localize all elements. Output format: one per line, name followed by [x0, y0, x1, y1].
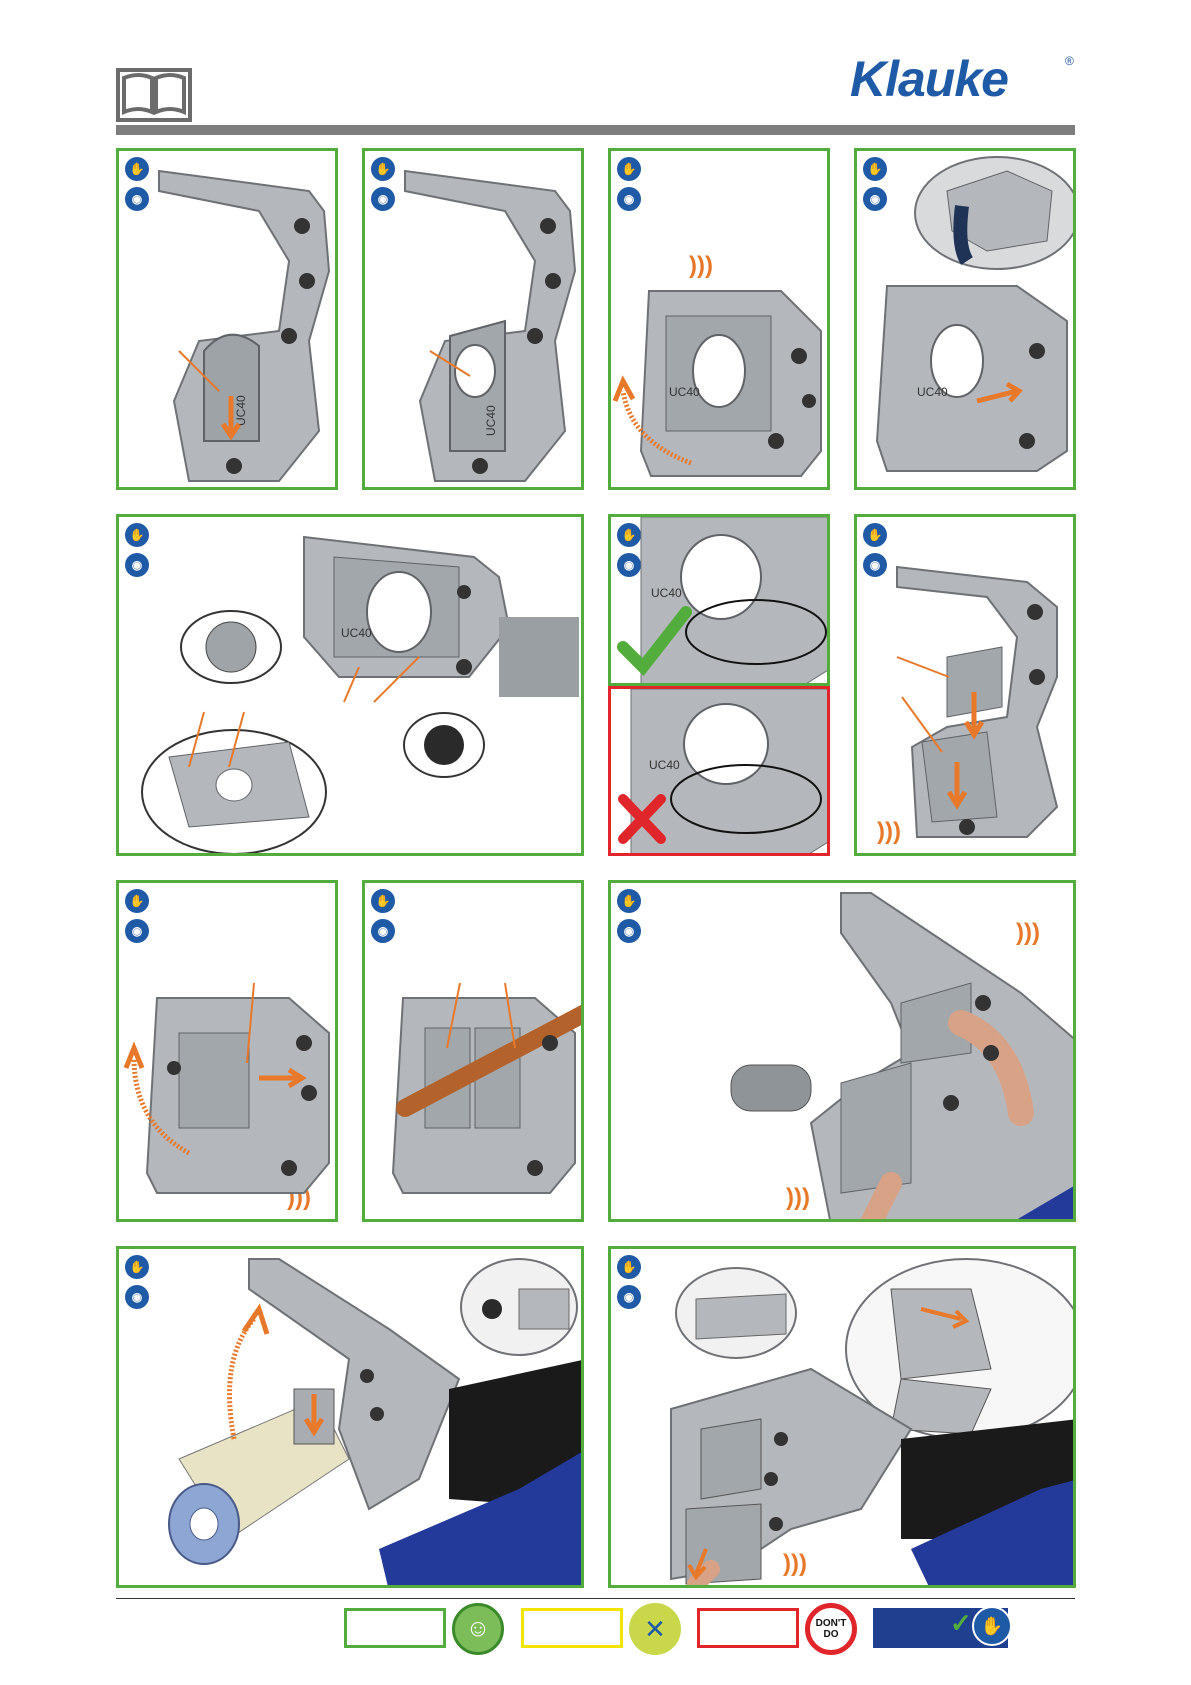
die-marking: UC40 [651, 586, 682, 600]
legend-green-box [344, 1608, 446, 1648]
step-panel-6-wrong: UC40 [608, 686, 830, 856]
tool-illustration [119, 1249, 584, 1588]
tool-illustration: UC40 [611, 517, 830, 686]
tool-illustration: UC40 [119, 517, 584, 856]
tool-illustration: UC40 [611, 151, 830, 490]
legend-red-box [697, 1608, 799, 1648]
step-panel-11: ✋ ◉ [116, 1246, 584, 1588]
tool-illustration [365, 883, 584, 1222]
svg-text:UC40: UC40 [484, 405, 498, 436]
brand-logo: Klauke ® [850, 50, 1075, 110]
step-panel-5: ✋ ◉ UC40 [116, 514, 584, 856]
step-panel-6-correct: ✋ ◉ UC40 [608, 514, 830, 686]
header-rule [116, 125, 1075, 135]
step-panel-4: ✋ ◉ UC40 [854, 148, 1076, 490]
tool-illustration [611, 883, 1076, 1222]
svg-text:UC40: UC40 [669, 385, 700, 399]
tool-illustration: UC40 [611, 689, 830, 856]
tool-illustration: UC40 [857, 151, 1076, 490]
tool-illustration [119, 883, 338, 1222]
step-panel-1: ✋ ◉ UC40 [116, 148, 338, 490]
brand-name: Klauke [850, 50, 1008, 108]
footer-rule [116, 1598, 1075, 1599]
registered-mark: ® [1065, 54, 1074, 68]
step-panel-3: ✋ ◉ ))) UC40 [608, 148, 830, 490]
tool-illustration: UC40 [119, 151, 338, 490]
dont-do-icon: DON'T DO [805, 1603, 857, 1655]
svg-text:UC40: UC40 [917, 385, 948, 399]
die-marking: UC40 [649, 758, 680, 772]
tool-illustration [611, 1249, 1076, 1588]
step-panel-10: ✋ ◉ ))) ))) [608, 880, 1076, 1222]
step-panel-2: ✋ ◉ UC40 [362, 148, 584, 490]
checkmark-icon: ✓ [950, 1608, 970, 1638]
safety-gloves-icon: ✋ [972, 1606, 1012, 1646]
svg-text:UC40: UC40 [234, 395, 248, 426]
step-panel-12: ✋ ◉ ))) ))) [608, 1246, 1076, 1588]
mechanic-icon: ☺ [452, 1603, 504, 1655]
step-panel-7: ✋ ◉ ))) [854, 514, 1076, 856]
tool-illustration: UC40 [365, 151, 584, 490]
legend-yellow-box [521, 1608, 623, 1648]
tool-illustration [857, 517, 1076, 856]
step-panel-9: ✋ ◉ [362, 880, 584, 1222]
dont-do-text: DON'T DO [814, 1618, 848, 1640]
step-panel-8: ✋ ◉ ))) [116, 880, 338, 1222]
manual-book-icon [116, 68, 192, 122]
tools-icon: ✕ [629, 1603, 681, 1655]
die-marking: UC40 [341, 626, 372, 640]
